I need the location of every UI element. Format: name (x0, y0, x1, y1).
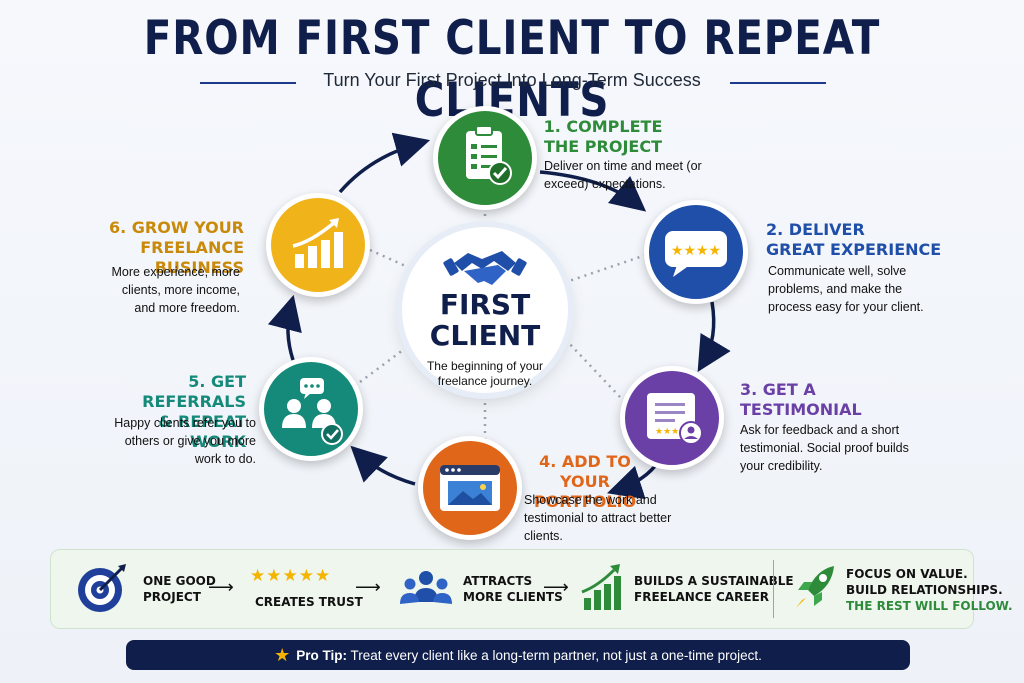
flow-arrow-1: ⟶ (208, 577, 234, 597)
flow-item-2: CREATES TRUST (255, 595, 363, 609)
testimonial-doc-icon: ★★★ (647, 393, 703, 445)
target-icon (78, 564, 126, 612)
svg-text:★★★★: ★★★★ (671, 243, 721, 259)
step-2-description: Communicate well, solve problems, and ma… (768, 264, 924, 314)
step-6-circle (266, 193, 370, 297)
spoke-6 (369, 248, 411, 270)
step-5-description: Happy clients refer you to others or giv… (114, 416, 256, 466)
step-3-circle: ★★★ (620, 366, 724, 470)
step-3-description: Ask for feedback and a short testimonial… (740, 423, 909, 473)
step-2-circle: ★★★★ (644, 200, 748, 304)
flow-final-message: FOCUS ON VALUE. BUILD RELATIONSHIPS. THE… (846, 567, 1013, 613)
star-icon: ★ (274, 645, 291, 665)
page-title: FROM FIRST CLIENT TO REPEAT CLIENTS (143, 11, 881, 128)
subtitle-rule-left (200, 82, 296, 84)
group-icon (400, 571, 452, 604)
five-stars-icon: ★★★★★ (250, 566, 332, 585)
arrow-6-to-1 (338, 132, 431, 194)
referral-people-icon (282, 378, 343, 445)
rocket-icon (796, 566, 834, 608)
step-5-title: 5. GET REFERRALS& REPEAT WORK (142, 372, 246, 451)
step-4-circle (418, 436, 522, 540)
step-6-description: More experience, more clients, more inco… (111, 265, 240, 315)
step-5-circle (259, 357, 363, 461)
step-4-description: Showcase the work and testimonial to att… (524, 493, 672, 543)
spoke-3 (565, 339, 621, 398)
svg-text:★★★: ★★★ (655, 427, 679, 437)
flow-divider (773, 560, 774, 618)
portfolio-browser-icon (440, 465, 500, 511)
arrow-3-to-4 (607, 463, 658, 500)
step-1-circle (433, 106, 537, 210)
handshake-icon (443, 251, 527, 285)
arrow-1-to-2 (539, 170, 647, 212)
arrow-5-to-6 (267, 294, 302, 361)
page-subtitle: Turn Your First Project Into Long-Term S… (323, 70, 701, 90)
pro-tip-text: Treat every client like a long-term part… (346, 648, 762, 663)
spoke-2 (565, 253, 647, 284)
clipboard-check-icon (466, 125, 512, 185)
flow-arrow-2: ⟶ (355, 577, 381, 597)
growth-icon (581, 564, 621, 610)
center-description: The beginning of your freelance journey. (426, 359, 544, 388)
growth-chart-icon (292, 218, 343, 268)
arrow-2-to-3 (697, 301, 731, 373)
flow-arrow-3: ⟶ (543, 577, 569, 597)
subtitle-rule-right (730, 82, 826, 84)
pro-tip-banner: ★ Pro Tip: Treat every client like a long… (126, 640, 910, 670)
spoke-5 (359, 348, 404, 384)
arrow-4-to-5 (350, 445, 416, 486)
step-1-description: Deliver on time and meet (or exceed) exp… (544, 159, 702, 191)
rating-bubble-icon: ★★★★ (665, 231, 727, 277)
pro-tip-label: Pro Tip: (296, 648, 347, 663)
